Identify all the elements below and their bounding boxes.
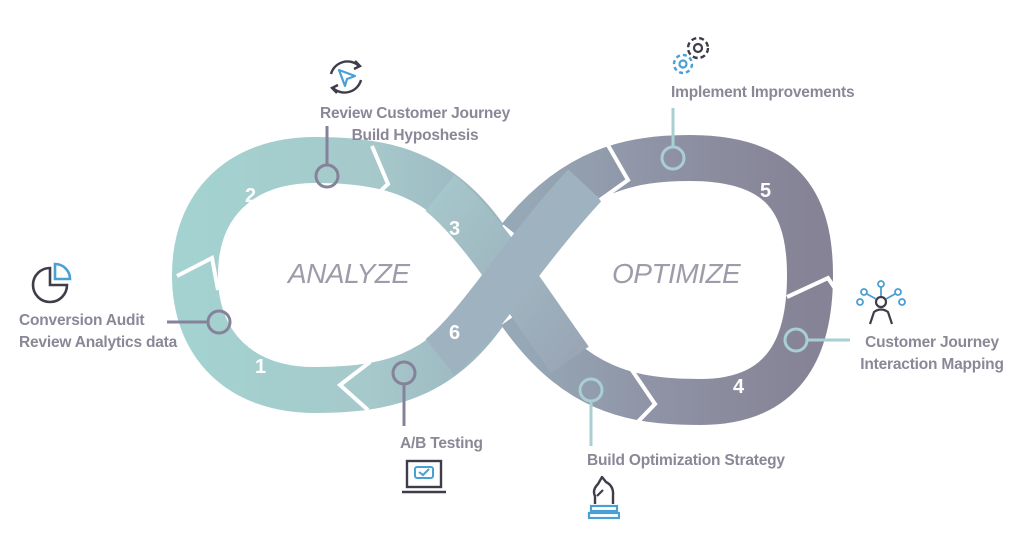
laptop-check-icon — [402, 459, 446, 494]
cross-band-b — [425, 169, 602, 375]
chevron-1 — [176, 254, 220, 291]
chevron-3 — [336, 360, 372, 412]
pie-chart-icon — [31, 262, 72, 304]
optimize-loop — [501, 134, 834, 426]
node-1 — [206, 309, 232, 335]
node-5 — [660, 145, 686, 171]
step-number-2: 2 — [245, 185, 257, 207]
chevron-4 — [623, 358, 658, 432]
person-network-icon — [856, 280, 906, 325]
gears-icon — [672, 36, 710, 75]
chevron-2 — [358, 145, 391, 212]
step-number-5: 5 — [760, 180, 772, 202]
step-number-1: 1 — [255, 356, 267, 378]
chess-knight-icon — [587, 475, 620, 520]
chevron-6 — [786, 275, 842, 299]
optimize-label: OPTIMIZE — [612, 258, 741, 289]
chevron-5 — [598, 139, 631, 202]
node-4 — [578, 377, 604, 403]
step-number-6: 6 — [449, 322, 461, 344]
step-number-4: 4 — [733, 376, 745, 398]
step-1-label: Conversion Audit Review Analytics data — [19, 312, 178, 351]
cursor-refresh-icon — [329, 60, 363, 94]
node-extra — [783, 327, 809, 353]
step-2-label: Review Customer Journey Build Hyposhesis — [319, 105, 511, 144]
step-number-3: 3 — [449, 218, 461, 240]
node-2 — [314, 163, 340, 189]
step-6-label: A/B Testing — [400, 435, 483, 452]
analyze-label: ANALYZE — [288, 258, 410, 289]
node-6 — [391, 360, 417, 386]
customer-journey-label: Customer Journey Interaction Mapping — [860, 334, 1004, 373]
step-4-label: Build Optimization Strategy — [587, 452, 785, 469]
step-5-label: Implement Improvements — [671, 84, 855, 101]
